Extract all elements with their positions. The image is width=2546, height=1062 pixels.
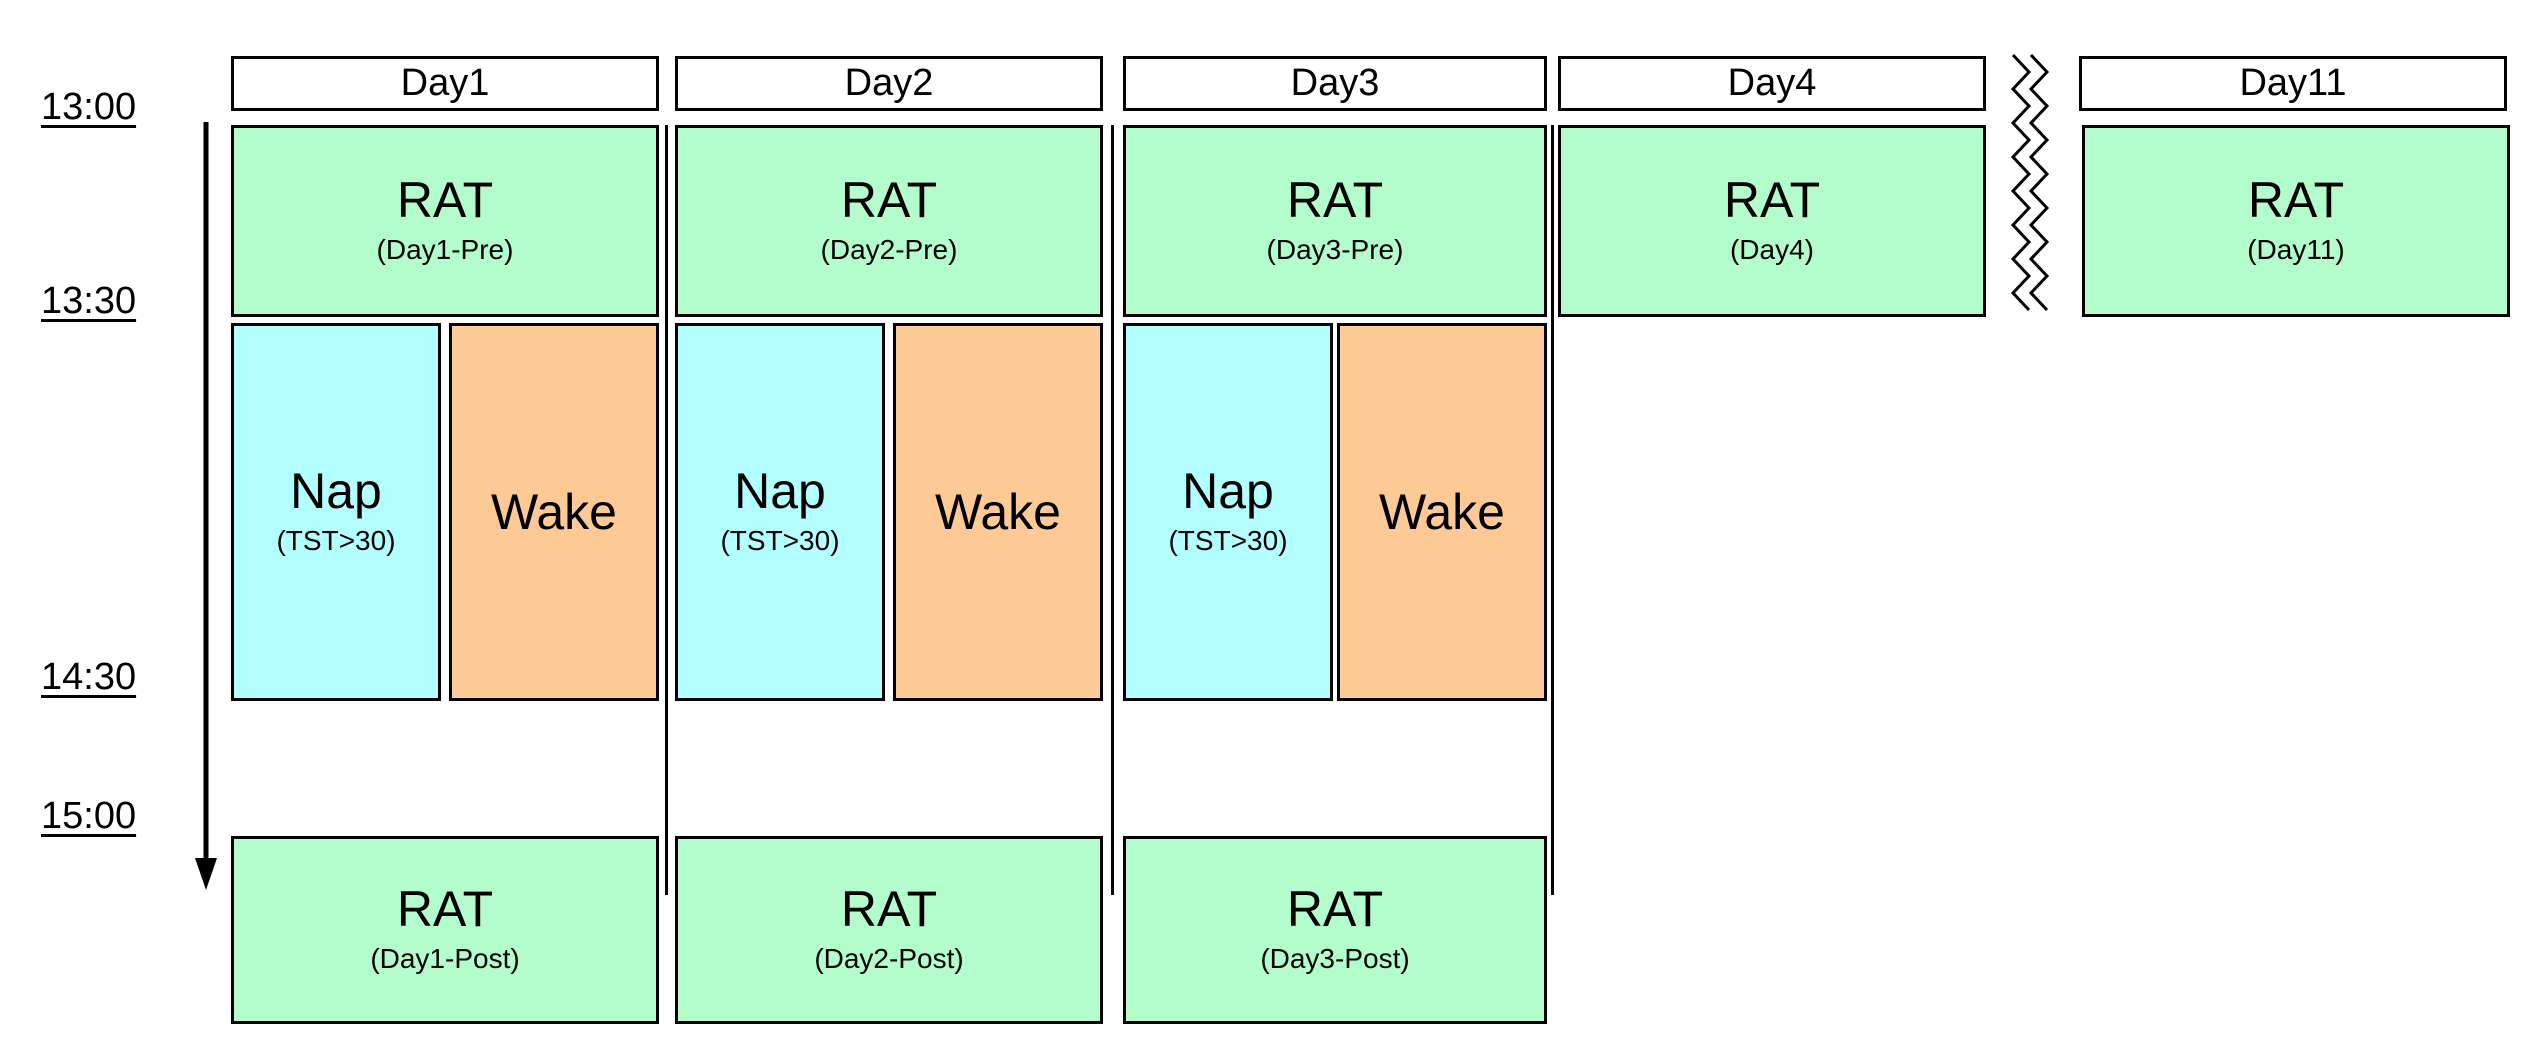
rat-subtitle: (Day11) — [2247, 234, 2345, 266]
day-break-squiggle — [2010, 53, 2050, 312]
day-header-4: Day4 — [1558, 56, 1986, 111]
nap-title: Nap — [734, 462, 826, 519]
day-header-11: Day11 — [2079, 56, 2507, 111]
rat-subtitle: (Day2-Pre) — [820, 234, 958, 266]
day-separator-1-2 — [665, 125, 668, 895]
nap-subtitle: (TST>30) — [720, 525, 840, 557]
nap-title: Nap — [290, 462, 382, 519]
rat-subtitle: (Day4) — [1729, 234, 1814, 266]
day-header-2: Day2 — [675, 56, 1103, 111]
time-arrow — [195, 122, 217, 890]
rat-title: RAT — [1723, 171, 1821, 228]
rat-title: RAT — [2247, 171, 2345, 228]
nap-day2: Nap (TST>30) — [675, 323, 885, 701]
wake-title: Wake — [935, 483, 1061, 540]
day-separator-3-4 — [1551, 125, 1554, 895]
rat-pre-day1: RAT (Day1-Pre) — [231, 125, 659, 317]
rat-day4: RAT (Day4) — [1558, 125, 1986, 317]
day-header-1: Day1 — [231, 56, 659, 111]
wake-day3: Wake — [1337, 323, 1547, 701]
rat-post-day3: RAT (Day3-Post) — [1123, 836, 1547, 1024]
rat-pre-day3: RAT (Day3-Pre) — [1123, 125, 1547, 317]
rat-subtitle: (Day2-Post) — [814, 943, 964, 975]
rat-post-day1: RAT (Day1-Post) — [231, 836, 659, 1024]
time-label-1430: 14:30 — [41, 656, 137, 698]
nap-day1: Nap (TST>30) — [231, 323, 441, 701]
rat-subtitle: (Day3-Pre) — [1266, 234, 1404, 266]
nap-subtitle: (TST>30) — [1168, 525, 1288, 557]
rat-title: RAT — [396, 880, 494, 937]
rat-title: RAT — [840, 171, 938, 228]
rat-pre-day2: RAT (Day2-Pre) — [675, 125, 1103, 317]
rat-title: RAT — [1286, 171, 1384, 228]
wake-title: Wake — [491, 483, 617, 540]
time-label-1300: 13:00 — [41, 86, 137, 128]
rat-subtitle: (Day1-Post) — [370, 943, 520, 975]
time-label-1500: 15:00 — [41, 795, 137, 837]
nap-subtitle: (TST>30) — [276, 525, 396, 557]
day-header-3: Day3 — [1123, 56, 1547, 111]
rat-subtitle: (Day3-Post) — [1260, 943, 1410, 975]
rat-day11: RAT (Day11) — [2082, 125, 2510, 317]
rat-title: RAT — [396, 171, 494, 228]
day-separator-2-3 — [1111, 125, 1114, 895]
time-label-1330: 13:30 — [41, 280, 137, 322]
rat-subtitle: (Day1-Pre) — [376, 234, 514, 266]
wake-day2: Wake — [893, 323, 1103, 701]
rat-title: RAT — [840, 880, 938, 937]
rat-title: RAT — [1286, 880, 1384, 937]
nap-title: Nap — [1182, 462, 1274, 519]
wake-title: Wake — [1379, 483, 1505, 540]
wake-day1: Wake — [449, 323, 659, 701]
nap-day3: Nap (TST>30) — [1123, 323, 1333, 701]
rat-post-day2: RAT (Day2-Post) — [675, 836, 1103, 1024]
